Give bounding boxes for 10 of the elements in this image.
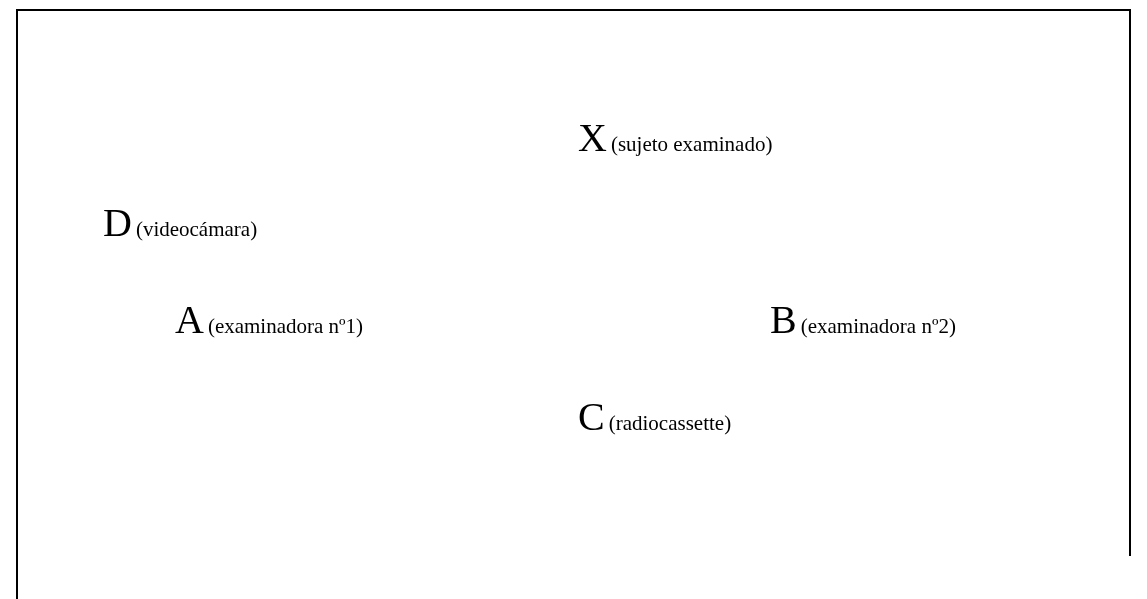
- position-description: (examinadora nº2): [800, 316, 956, 337]
- position-description: (radiocassette): [608, 413, 732, 434]
- position-description: (videocámara): [135, 219, 258, 240]
- position-letter: B: [770, 300, 797, 340]
- position-description: (examinadora nº1): [207, 316, 364, 337]
- position-letter: X: [578, 118, 607, 158]
- position-description: (sujeto examinado): [610, 134, 773, 155]
- position-letter: C: [578, 397, 605, 437]
- position-letter: D: [103, 203, 132, 243]
- position-letter: A: [175, 300, 204, 340]
